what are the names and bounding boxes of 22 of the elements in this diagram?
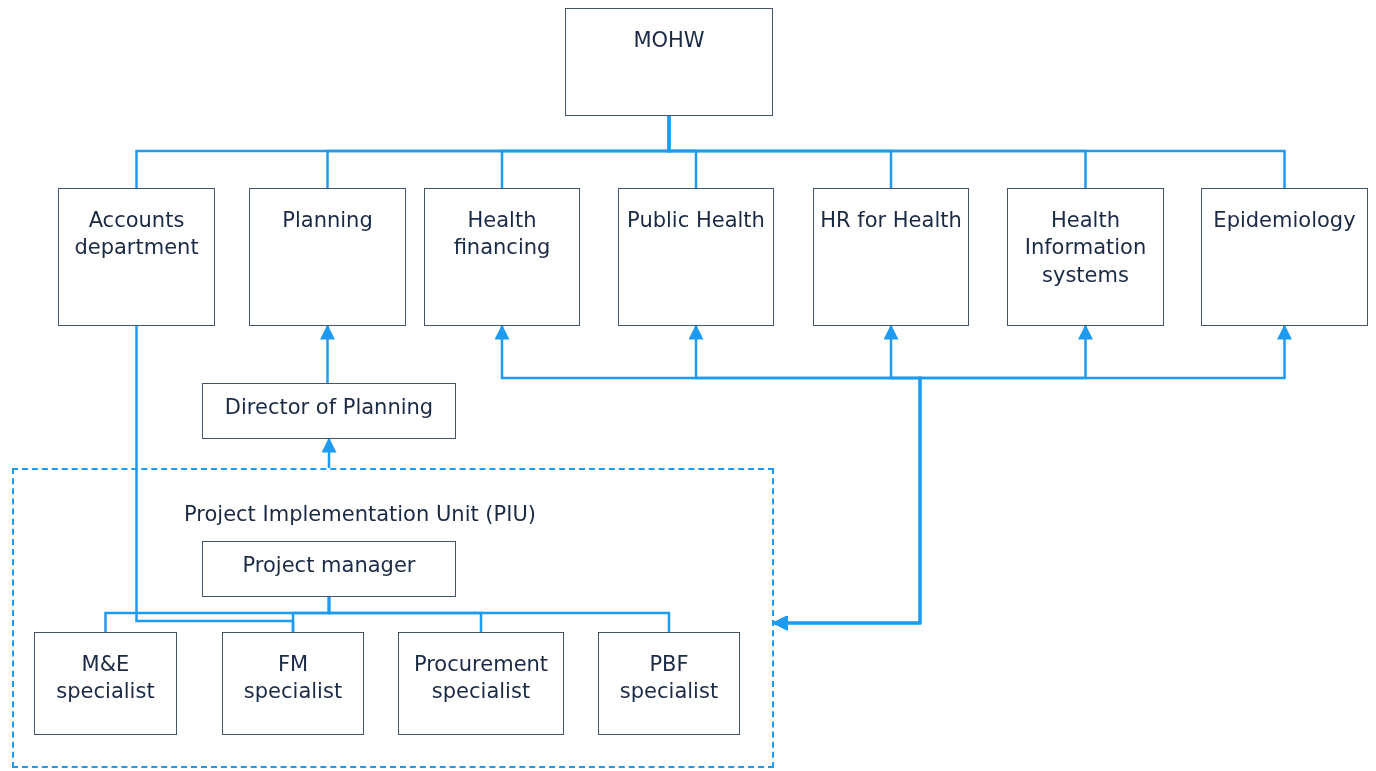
org-unit-box: Accounts department (58, 188, 215, 326)
arrow (320, 324, 335, 383)
connector-line (327, 597, 671, 632)
org-unit-box: FM specialist (222, 632, 364, 735)
org-unit-box: MOHW (565, 8, 773, 116)
org-unit-box: M&E specialist (34, 632, 177, 735)
org-unit-box: PBF specialist (598, 632, 740, 735)
connector-line (667, 116, 1286, 188)
org-unit-box: Planning (249, 188, 406, 326)
org-unit-box: Project manager (202, 541, 456, 597)
connector-line (135, 326, 295, 632)
org-unit-box: Health financing (424, 188, 580, 326)
org-unit-box: HR for Health (813, 188, 969, 326)
arrow (772, 324, 1292, 631)
org-unit-box: Health Information systems (1007, 188, 1164, 326)
group-boundary (12, 468, 774, 768)
group-title: Project Implementation Unit (PIU) (184, 502, 536, 526)
org-unit-box: Public Health (618, 188, 774, 326)
org-unit-box: Epidemiology (1201, 188, 1368, 326)
org-unit-box: Procurement specialist (398, 632, 564, 735)
arrow (321, 437, 337, 468)
org-unit-box: Director of Planning (202, 383, 456, 439)
